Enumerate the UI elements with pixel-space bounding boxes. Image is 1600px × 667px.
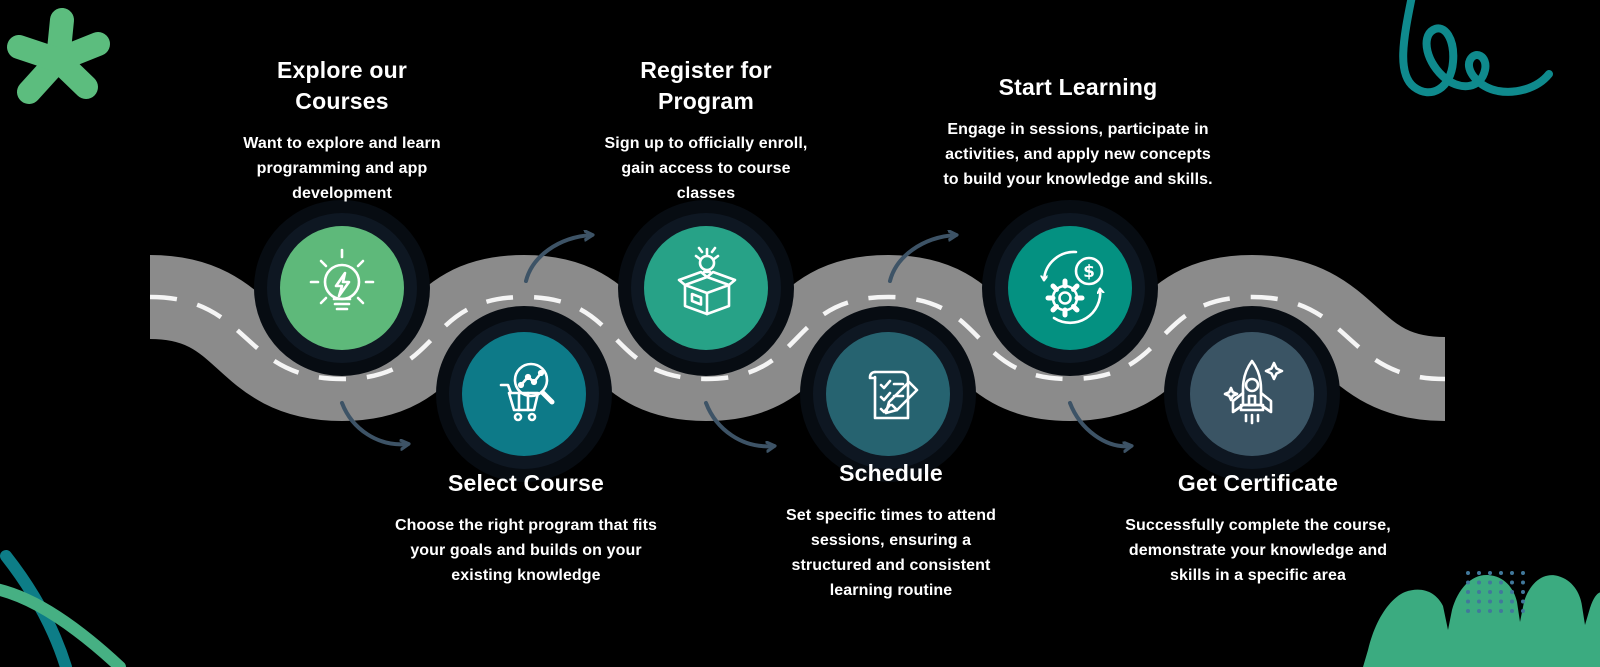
grid-dot — [1499, 599, 1503, 604]
step-title: Register for Program — [640, 57, 772, 115]
grid-dot — [1521, 609, 1525, 613]
step-label-get-certificate: Get Certificate Successfully complete th… — [1103, 468, 1413, 588]
step-description: Engage in sessions, participate in activ… — [943, 121, 1213, 189]
grid-dot — [1488, 599, 1492, 604]
grid-dot — [1466, 580, 1470, 585]
step-description: Choose the right program that fits your … — [394, 517, 658, 585]
road-centerline — [149, 294, 1446, 382]
grid-dot — [1488, 609, 1492, 613]
squiggle-doodle — [1399, 0, 1553, 97]
grid-dot — [1499, 590, 1503, 594]
dollar-sign: $ — [1083, 262, 1095, 282]
grid-dot — [1477, 571, 1481, 575]
step-marker-select-course — [436, 306, 612, 482]
checklist-pencil-icon — [868, 370, 919, 420]
step-description: Successfully complete the course, demons… — [1125, 517, 1391, 585]
grid-dot — [1521, 599, 1525, 604]
flow-arrow-3 — [704, 401, 774, 446]
step-marker-start-learning: $ — [982, 200, 1158, 376]
box-idea-icon — [677, 246, 737, 316]
grid-dot — [1510, 590, 1514, 594]
asterisk-doodle — [7, 8, 110, 104]
step-label-select-course: Select Course Choose the right program t… — [376, 468, 676, 588]
cart-search-icon — [499, 362, 555, 422]
step-marker-explore-courses — [254, 200, 430, 376]
grid-dot — [1466, 609, 1470, 613]
grid-dot — [1521, 571, 1525, 575]
step-description: Set specific times to attend sessions, e… — [786, 507, 996, 600]
asterisk-arm — [7, 35, 70, 72]
step-label-explore-courses: Explore our Courses Want to explore and … — [232, 55, 452, 206]
grid-dot — [1510, 599, 1514, 604]
step-label-schedule: Schedule Set specific times to attend se… — [771, 458, 1011, 603]
grid-dot — [1477, 609, 1481, 613]
flow-arrow-1 — [340, 401, 408, 444]
grid-dot — [1510, 580, 1514, 585]
grid-dot — [1488, 590, 1492, 594]
rocket-icon — [1223, 359, 1284, 425]
step-marker-schedule — [800, 306, 976, 482]
grid-dot — [1510, 571, 1514, 575]
grid-dot — [1510, 609, 1514, 613]
step-marker-register-program — [618, 200, 794, 376]
step-title: Select Course — [448, 470, 604, 496]
lightbulb-bolt-icon — [309, 248, 375, 311]
flow-arrow-2 — [524, 235, 592, 283]
marker-circle — [644, 226, 768, 350]
flow-arrow-5 — [1068, 401, 1131, 446]
grid-dot — [1521, 590, 1525, 594]
step-description: Want to explore and learn programming an… — [243, 135, 441, 203]
step-label-register-program: Register for Program Sign up to official… — [596, 55, 816, 206]
gear-sync-dollar-icon: $ — [1044, 250, 1102, 325]
grid-dot — [1521, 580, 1525, 585]
step-title: Schedule — [839, 460, 943, 486]
corner-arc-green — [0, 583, 126, 667]
step-marker-get-certificate — [1164, 306, 1340, 482]
step-title: Start Learning — [998, 74, 1158, 100]
grid-dot — [1466, 571, 1470, 575]
grid-dot — [1499, 609, 1503, 613]
grid-dot — [1488, 580, 1492, 585]
grid-dot — [1477, 590, 1481, 594]
grid-dot — [1499, 580, 1503, 585]
grid-dot — [1466, 599, 1470, 604]
flow-arrow-4 — [888, 235, 956, 283]
grid-dot — [1477, 599, 1481, 604]
grass-blob — [1363, 574, 1600, 667]
step-title: Explore our Courses — [276, 57, 407, 115]
step-description: Sign up to officially enroll, gain acces… — [604, 135, 808, 203]
grid-dot — [1477, 580, 1481, 585]
flow-arrows — [340, 235, 1131, 446]
marker-circle — [1190, 332, 1314, 456]
grid-dot — [1488, 571, 1492, 575]
step-title: Get Certificate — [1177, 470, 1339, 496]
grid-dot — [1499, 571, 1503, 575]
grid-dot — [1466, 590, 1470, 594]
step-label-start-learning: Start Learning Engage in sessions, parti… — [923, 72, 1233, 192]
dot-grid — [1466, 571, 1525, 613]
